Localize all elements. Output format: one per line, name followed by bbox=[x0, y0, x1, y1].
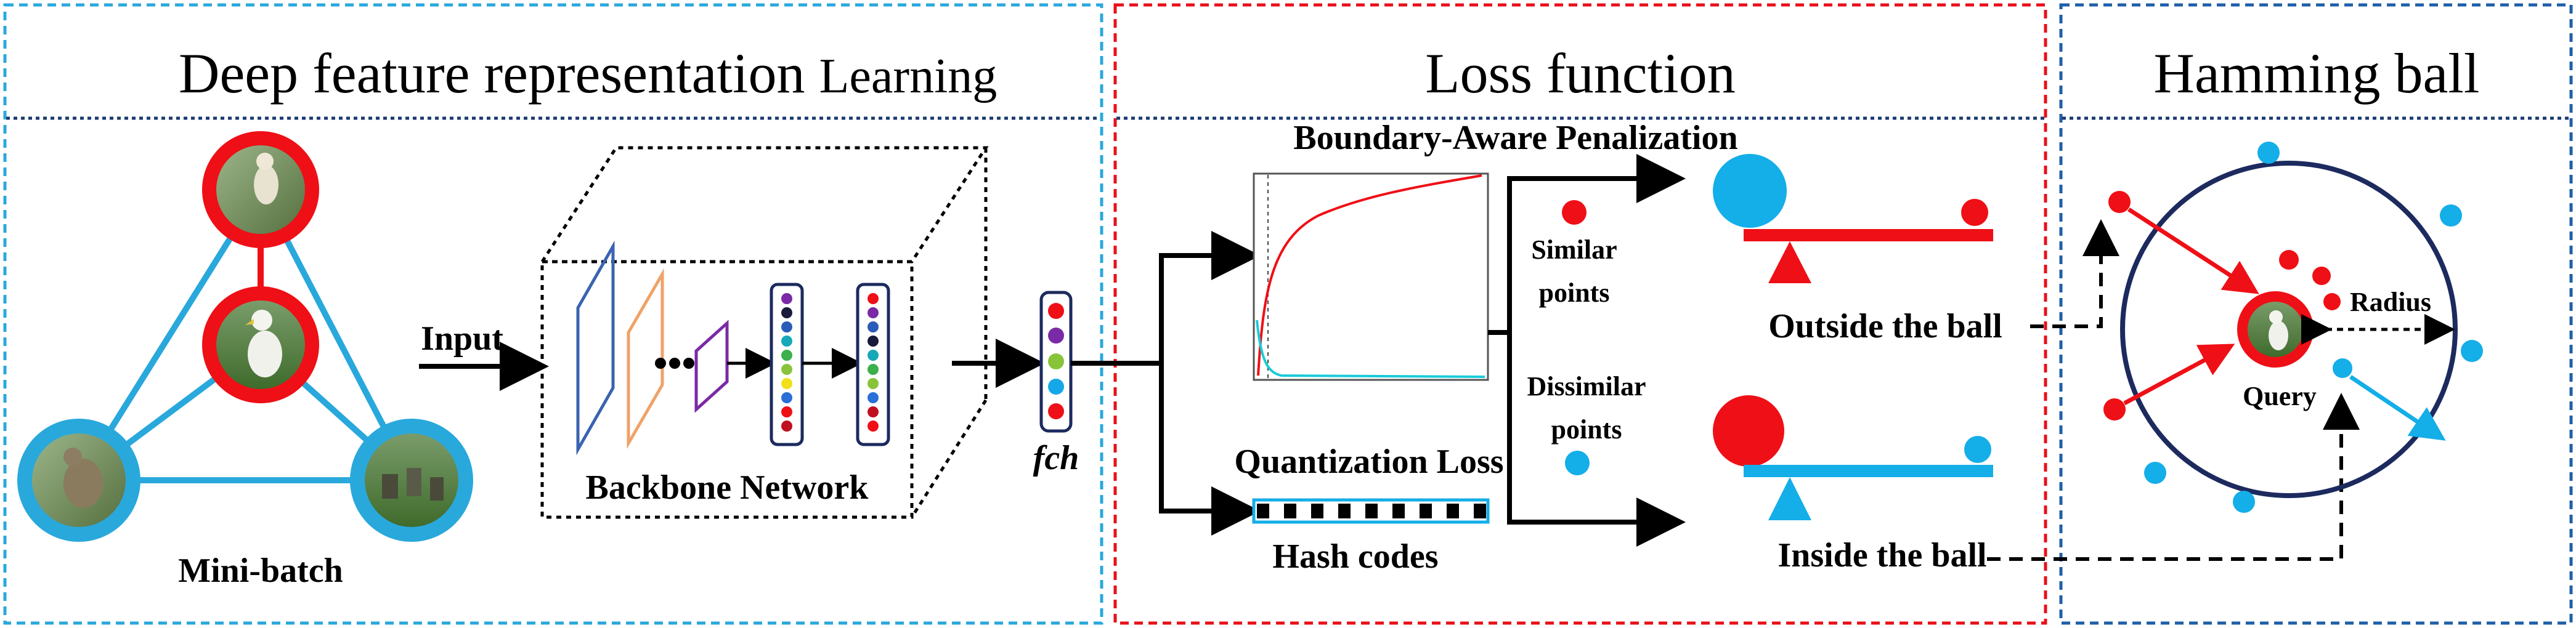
dissimilar-point bbox=[2333, 358, 2352, 378]
middle-panel bbox=[1113, 3, 2047, 625]
seesaw-inside-icon bbox=[1713, 395, 1993, 520]
similar-label-2: points bbox=[1539, 278, 1610, 308]
dissimilar-point bbox=[2440, 204, 2462, 227]
conv-layers bbox=[576, 240, 729, 456]
similar-point bbox=[2108, 191, 2131, 213]
minibatch-image-top bbox=[202, 131, 319, 248]
similar-point-icon bbox=[1562, 200, 1587, 225]
similar-pull-arrow-icon bbox=[2123, 344, 2235, 406]
dissimilar-point-icon bbox=[1565, 451, 1590, 475]
dissimilar-label-1: Dissimilar bbox=[1527, 371, 1646, 401]
branch-up-arrow-icon bbox=[1159, 231, 1261, 363]
backbone-network bbox=[539, 146, 989, 519]
inside-arrow-icon bbox=[1507, 332, 1686, 547]
dissimilar-point bbox=[2461, 340, 2483, 362]
dissimilar-label-2: points bbox=[1551, 414, 1622, 445]
right-panel bbox=[2059, 3, 2573, 625]
minibatch-image-right bbox=[350, 419, 473, 542]
minibatch-image-center bbox=[202, 286, 319, 403]
quantization-label: Quantization Loss bbox=[1234, 443, 1503, 481]
middle-panel-title: Loss function bbox=[1425, 42, 1735, 105]
fch-layer bbox=[1039, 291, 1073, 433]
minibatch-graph bbox=[17, 131, 473, 542]
input-label: Input bbox=[421, 320, 503, 358]
similar-pull-arrow-icon bbox=[2127, 207, 2259, 294]
similar-point bbox=[2312, 267, 2331, 285]
dissimilar-push-arrow-icon bbox=[2349, 375, 2446, 441]
penalty-plot bbox=[1253, 172, 1489, 381]
outside-label: Outside the ball bbox=[1768, 307, 2002, 345]
query-image bbox=[2237, 291, 2314, 368]
similar-point bbox=[2279, 250, 2299, 270]
left-panel bbox=[3, 3, 1103, 625]
backbone-label: Backbone Network bbox=[586, 469, 869, 507]
inside-label: Inside the ball bbox=[1778, 536, 1986, 574]
query-label: Query bbox=[2243, 381, 2317, 411]
minibatch-image-left bbox=[17, 419, 140, 542]
fch-label: fch bbox=[1033, 439, 1079, 477]
seesaw-outside-icon bbox=[1713, 154, 1993, 283]
branch-down-arrow-icon bbox=[1159, 363, 1261, 536]
radius-label: Radius bbox=[2350, 287, 2431, 317]
hash-code-bar bbox=[1252, 498, 1490, 524]
dissimilar-point bbox=[2233, 491, 2255, 513]
right-panel-title: Hamming ball bbox=[2154, 42, 2480, 105]
hamming-ball bbox=[2120, 161, 2458, 498]
dissimilar-point bbox=[2144, 462, 2166, 484]
hashcodes-label: Hash codes bbox=[1272, 537, 1438, 576]
dissimilar-point bbox=[2257, 142, 2280, 164]
fc-layer-1 bbox=[770, 283, 804, 446]
left-panel-title: Deep feature representation Learning bbox=[179, 42, 997, 105]
boundary-label: Boundary-Aware Penalization bbox=[1293, 119, 1737, 157]
outside-to-ball-connector bbox=[2030, 219, 2119, 328]
similar-label-1: Similar bbox=[1531, 235, 1617, 265]
minibatch-label: Mini-batch bbox=[178, 552, 343, 590]
inside-to-ball-connector bbox=[1987, 393, 2360, 561]
similar-point bbox=[2103, 398, 2126, 421]
fc-layer-2 bbox=[856, 283, 890, 446]
outside-arrow-icon bbox=[1507, 154, 1686, 332]
similar-point bbox=[2323, 293, 2341, 310]
